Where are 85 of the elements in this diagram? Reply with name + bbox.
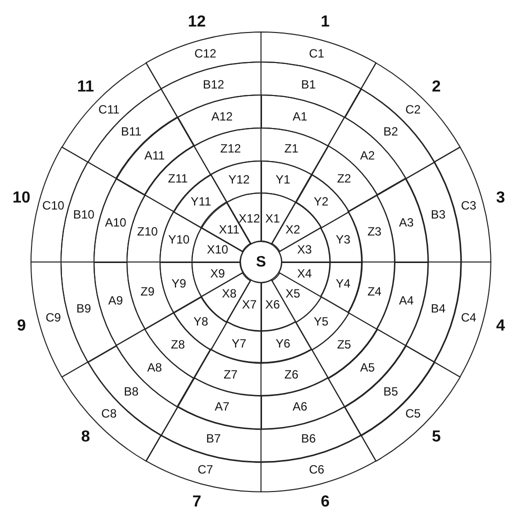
cell-label: Y9 — [172, 277, 186, 290]
cell-label: B2 — [383, 126, 398, 139]
cell-label: Z6 — [284, 368, 298, 382]
cell-label: B1 — [301, 78, 316, 92]
cell-label: X4 — [297, 267, 312, 280]
cell-label: Y1 — [276, 173, 290, 186]
cell-label: C11 — [98, 103, 120, 116]
cell-label: A7 — [214, 400, 230, 414]
cell-label: C7 — [198, 463, 214, 476]
cell-label: S — [256, 256, 266, 268]
cell-label: Z2 — [337, 172, 352, 186]
cell-label: X8 — [222, 287, 236, 300]
cell-label: A8 — [147, 362, 162, 375]
cell-label: X5 — [285, 287, 300, 300]
cell-label: B8 — [124, 385, 139, 398]
cell-label: Y12 — [228, 173, 250, 186]
cell-label: A5 — [360, 362, 375, 375]
cell-label: Y3 — [336, 234, 350, 246]
cell-label: A1 — [292, 110, 308, 124]
cell-label: X7 — [242, 298, 257, 312]
cell-label: Z1 — [284, 142, 298, 155]
cell-label: A11 — [144, 149, 165, 162]
cell-label: C3 — [461, 200, 476, 213]
cell-label: C5 — [405, 408, 421, 421]
cell-label: C12 — [194, 48, 216, 61]
cell-label: B11 — [120, 126, 142, 139]
cell-label: X3 — [297, 244, 312, 257]
sector-number: 8 — [81, 428, 90, 446]
cell-label: B12 — [202, 78, 224, 92]
cell-label: C9 — [46, 311, 61, 324]
cell-label: Z7 — [224, 368, 238, 382]
sector-number: 6 — [320, 493, 330, 510]
sector-number: 4 — [496, 318, 505, 335]
sector-number: 7 — [192, 493, 202, 510]
cell-label: X9 — [210, 267, 225, 280]
cell-label: C6 — [308, 463, 324, 476]
cell-label: C4 — [461, 311, 476, 324]
cell-label: X6 — [265, 298, 280, 312]
cell-label: A2 — [360, 149, 375, 162]
cell-label: Y8 — [194, 316, 208, 329]
cell-label: C1 — [308, 48, 324, 61]
sector-number: 3 — [496, 189, 505, 206]
cell-label: B5 — [383, 385, 398, 398]
cell-label: Z10 — [137, 225, 158, 238]
cell-label: Y2 — [314, 195, 328, 208]
cell-label: Y7 — [232, 338, 246, 351]
sector-number: 12 — [188, 14, 206, 31]
cell-label: Z11 — [168, 172, 188, 186]
cell-label: Z8 — [170, 338, 185, 352]
cell-label: Y11 — [190, 195, 212, 208]
cell-label: Y6 — [276, 338, 290, 351]
cell-label: B3 — [430, 208, 446, 221]
sector-number: 11 — [77, 78, 94, 96]
cell-label: B7 — [206, 432, 221, 446]
sector-number: 1 — [320, 14, 330, 31]
cell-label: X11 — [218, 224, 240, 237]
cell-label: Z3 — [367, 225, 382, 238]
cell-label: B9 — [76, 302, 92, 316]
cell-label: C10 — [42, 200, 64, 213]
cell-label: A9 — [108, 294, 123, 308]
cell-label: X10 — [206, 244, 228, 257]
cell-label: B6 — [301, 432, 316, 446]
cell-label: Y4 — [336, 277, 350, 290]
cell-label: Z4 — [367, 286, 382, 299]
cell-label: A4 — [399, 294, 414, 308]
cell-label: B10 — [73, 208, 94, 221]
sector-number: 5 — [432, 428, 441, 446]
cell-label: A3 — [399, 216, 414, 230]
cell-label: A10 — [104, 216, 126, 230]
sector-number: 10 — [12, 189, 30, 206]
cell-label: Z9 — [140, 286, 154, 299]
cell-label: A6 — [292, 400, 308, 414]
cell-label: X1 — [265, 212, 280, 226]
cell-label: Y10 — [168, 234, 190, 246]
cell-label: Y5 — [314, 316, 328, 329]
sector-number: 2 — [432, 78, 441, 96]
cell-label: C2 — [405, 103, 421, 116]
sector-number: 9 — [16, 318, 26, 335]
cell-label: B4 — [430, 302, 446, 316]
cell-label: X12 — [238, 212, 260, 226]
cell-label: Z12 — [220, 142, 241, 155]
cell-label: A12 — [211, 110, 233, 124]
cell-label: C8 — [101, 408, 117, 421]
cell-label: X2 — [285, 224, 300, 237]
cell-label: Z5 — [337, 338, 352, 352]
